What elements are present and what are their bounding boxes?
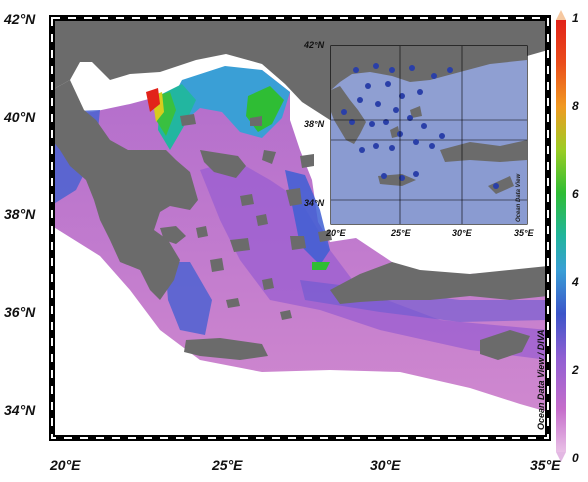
colorbar-label-6: 6 (572, 187, 579, 201)
inset-lon-30: 30°E (452, 228, 473, 238)
colorbar (556, 10, 566, 462)
inset-credit: Ocean Data View (516, 174, 522, 222)
lat-label-38: 38°N (4, 206, 36, 222)
lon-label-35: 35°E (530, 457, 561, 473)
map-credit: Ocean Data View / DIVA (536, 329, 546, 430)
sea-north-red (146, 88, 160, 112)
map-frame (49, 15, 551, 441)
inset-lon-20: 20°E (325, 228, 347, 238)
inset-lon-35: 35°E (514, 228, 535, 238)
land-masses (52, 18, 548, 360)
sea-east-green (312, 262, 330, 270)
lat-label-40: 40°N (3, 109, 36, 125)
inset-stations (341, 63, 499, 189)
inset-lat-42: 42°N (303, 40, 325, 50)
inset-map (330, 45, 528, 225)
colorbar-label-1: 1 (572, 11, 579, 25)
colorbar-label-0: 0 (572, 451, 579, 465)
colorbar-label-4: 4 (571, 275, 579, 289)
inset-lon-25: 25°E (390, 228, 412, 238)
inset-lat-38: 38°N (304, 119, 325, 129)
sea-blue-crete-west (165, 262, 212, 335)
colorbar-label-2: 2 (571, 363, 579, 377)
lat-label-34: 34°N (4, 402, 36, 418)
lon-label-30: 30°E (370, 457, 401, 473)
inset-lat-34: 34°N (304, 198, 325, 208)
lon-label-20: 20°E (49, 457, 81, 473)
lat-label-36: 36°N (4, 304, 36, 320)
colorbar-label-8: 8 (572, 99, 579, 113)
map-area (52, 18, 548, 438)
sea-mid-plume (200, 160, 548, 360)
inset-grid (331, 46, 527, 224)
lon-label-25: 25°E (211, 457, 243, 473)
lat-label-42: 42°N (3, 11, 36, 27)
